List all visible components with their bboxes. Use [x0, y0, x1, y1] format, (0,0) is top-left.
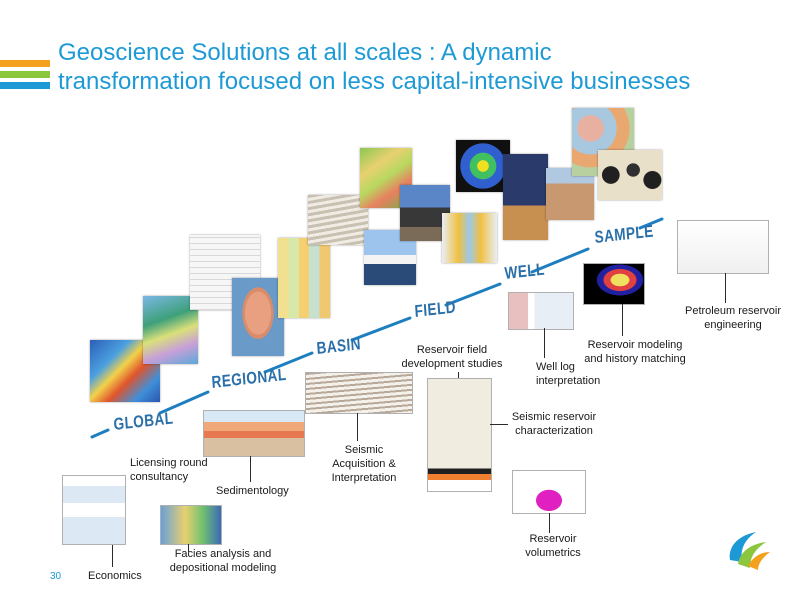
reservoir-section-image — [442, 213, 497, 263]
label-seismic-acquisition: Seismic Acquisition & Interpretation — [331, 444, 397, 484]
connector-well-log — [544, 328, 545, 358]
connector-seismic-acquisition — [357, 413, 358, 441]
reservoir-model-thumbnail — [583, 263, 645, 305]
seismic-acquisition-thumbnail — [305, 372, 413, 414]
connector-field-development — [458, 372, 459, 378]
petroleum-engineering-thumbnail — [677, 220, 769, 274]
label-licensing: Licensing round consultancy — [130, 457, 208, 483]
basin-section-image — [278, 238, 330, 318]
3d-model-image — [456, 140, 510, 192]
sedimentology-thumbnail — [203, 410, 305, 457]
accent-bar-blue — [0, 82, 50, 89]
facies-thumbnail — [160, 505, 222, 545]
label-facies: Facies analysis and depositional modelin… — [169, 548, 277, 574]
label-field-development: Reservoir field development studies — [401, 344, 503, 370]
field-development-thumbnail — [427, 378, 492, 492]
label-volumetrics: Reservoir volumetrics — [525, 533, 581, 559]
slide-title-line2: transformation focused on less capital-i… — [58, 68, 691, 95]
offshore-rig-image — [400, 185, 450, 241]
regional-map-image — [143, 296, 198, 364]
outcrop-image — [546, 168, 594, 220]
land-rig-image — [503, 154, 548, 240]
label-petroleum: Petroleum reservoir engineering — [685, 305, 781, 331]
connector-petroleum — [725, 273, 726, 303]
core-samples-image — [598, 150, 662, 200]
page-number: 30 — [50, 571, 62, 582]
label-economics: Economics — [88, 570, 142, 582]
connector-seismic-reservoir — [490, 424, 508, 425]
connector-economics — [112, 545, 113, 567]
connector-volumetrics — [549, 513, 550, 533]
seismic-profile-image — [308, 195, 368, 245]
label-sedimentology: Sedimentology — [216, 485, 289, 497]
label-reservoir-model: Reservoir modeling and history matching — [584, 339, 686, 365]
accent-bar-green — [0, 71, 50, 78]
connector-facies — [188, 544, 189, 552]
connector-reservoir-model — [622, 304, 623, 336]
slide-title: Geoscience Solutions at all scales : A d… — [58, 38, 788, 96]
connector-sedimentology — [250, 456, 251, 482]
africa-map-image — [232, 278, 284, 356]
slide-title-line1: Geoscience Solutions at all scales : A d… — [58, 39, 552, 66]
accent-bar-orange — [0, 60, 50, 67]
well-log-thumbnail — [508, 292, 574, 330]
economics-thumbnail — [62, 475, 126, 545]
label-well-log: Well log interpretation — [536, 361, 601, 387]
label-seismic-reservoir: Seismic reservoir characterization — [511, 411, 597, 437]
